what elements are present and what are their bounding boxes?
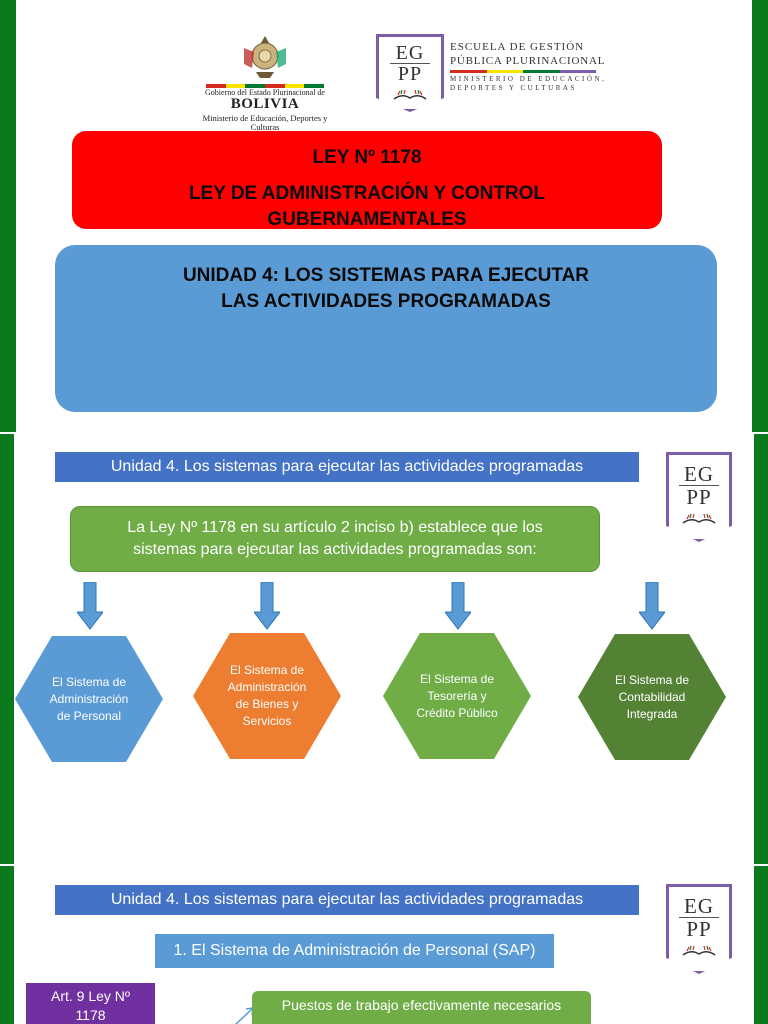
flag-stripe [206, 84, 325, 88]
egpp-letters-bottom: PP [686, 917, 712, 941]
down-arrow-icon [445, 582, 471, 630]
egpp-color-bar [450, 70, 596, 73]
article-line1: Art. 9 Ley Nº [50, 988, 131, 1004]
sap-slide: Unidad 4. Los sistemas para ejecutar las… [0, 866, 768, 1024]
egpp-logo-small: EG PP [666, 452, 732, 542]
point-box: Puestos de trabajo efectivamente necesar… [252, 991, 591, 1024]
systems-slide: Unidad 4. Los sistemas para ejecutar las… [0, 434, 768, 864]
system-label: El Sistema de Administración de Personal [49, 674, 129, 723]
gov-logo-line1: Gobierno del Estado Plurinacional de [205, 88, 325, 97]
section-title: 1. El Sistema de Administración de Perso… [155, 934, 554, 968]
system-hexagon-personal: El Sistema de Administración de Personal [15, 636, 163, 762]
egpp-school-name: ESCUELA DE GESTIÓN PÚBLICA PLURINACIONAL… [450, 40, 606, 93]
system-label: El Sistema de Contabilidad Integrada [614, 672, 690, 721]
law-name-line2: GUBERNAMENTALES [267, 209, 467, 230]
law-name-line1: LEY DE ADMINISTRACIÓN Y CONTROL [188, 183, 546, 204]
egpp-letters-bottom: PP [686, 485, 712, 509]
open-book-icon [682, 513, 716, 524]
system-hexagon-accounting: El Sistema de Contabilidad Integrada [578, 634, 726, 760]
intro-line2: sistemas para ejecutar las actividades p… [133, 541, 537, 558]
down-arrow-icon [77, 582, 103, 630]
system-hexagon-goods-services: El Sistema de Administración de Bienes y… [193, 633, 341, 759]
unit-title-box: UNIDAD 4: LOS SISTEMAS PARA EJECUTAR LAS… [55, 245, 717, 412]
gov-logo-ministry: Ministerio de Educación, Deportes y Cult… [202, 113, 328, 132]
egpp-ministry-line2: DEPORTES Y CULTURAS [450, 84, 577, 92]
egpp-letters-top: EG [684, 462, 714, 486]
slide-header: Unidad 4. Los sistemas para ejecutar las… [55, 885, 639, 915]
down-arrow-icon [254, 582, 280, 630]
egpp-letters-top: EG [684, 894, 714, 918]
egpp-ministry-line1: MINISTERIO DE EDUCACIÓN, [450, 75, 607, 83]
system-label: El Sistema de Tesorería y Crédito Públic… [416, 671, 498, 720]
down-arrow-icon [639, 582, 665, 630]
open-book-icon [682, 945, 716, 956]
egpp-logo: EG PP [376, 34, 444, 112]
law-number: LEY Nº 1178 [312, 147, 422, 168]
article-box: Art. 9 Ley Nº 1178 [26, 983, 155, 1024]
article-line2: 1178 [75, 1007, 106, 1023]
system-hexagon-treasury: El Sistema de Tesorería y Crédito Públic… [383, 633, 531, 759]
unit-title-line1: UNIDAD 4: LOS SISTEMAS PARA EJECUTAR [182, 265, 590, 286]
unit-title-line2: LAS ACTIVIDADES PROGRAMADAS [221, 291, 551, 312]
gov-logo-country: BOLIVIA [230, 96, 300, 112]
intro-box: La Ley Nº 1178 en su artículo 2 inciso b… [70, 506, 600, 572]
intro-line1: La Ley Nº 1178 en su artículo 2 inciso b… [127, 519, 543, 536]
law-title-box: LEY Nº 1178 LEY DE ADMINISTRACIÓN Y CONT… [72, 131, 662, 230]
egpp-name-line2: PÚBLICA PLURINACIONAL [450, 55, 606, 67]
egpp-name-line1: ESCUELA DE GESTIÓN [450, 41, 585, 53]
egpp-logo-small: EG PP [666, 884, 732, 974]
title-slide: Gobierno del Estado Plurinacional de BOL… [0, 0, 768, 432]
law-name: LEY DE ADMINISTRACIÓN Y CONTROL GUBERNAM… [72, 181, 662, 233]
egpp-letters-bottom: PP [397, 63, 423, 85]
system-label: El Sistema de Administración de Bienes y… [227, 663, 307, 728]
slide-header: Unidad 4. Los sistemas para ejecutar las… [55, 452, 639, 482]
unit-title: UNIDAD 4: LOS SISTEMAS PARA EJECUTAR LAS… [55, 263, 717, 315]
open-book-icon [393, 89, 427, 100]
coat-of-arms-icon [244, 36, 286, 78]
bolivia-government-logo: Gobierno del Estado Plurinacional de BOL… [200, 34, 330, 132]
egpp-letters-top: EG [395, 42, 425, 64]
